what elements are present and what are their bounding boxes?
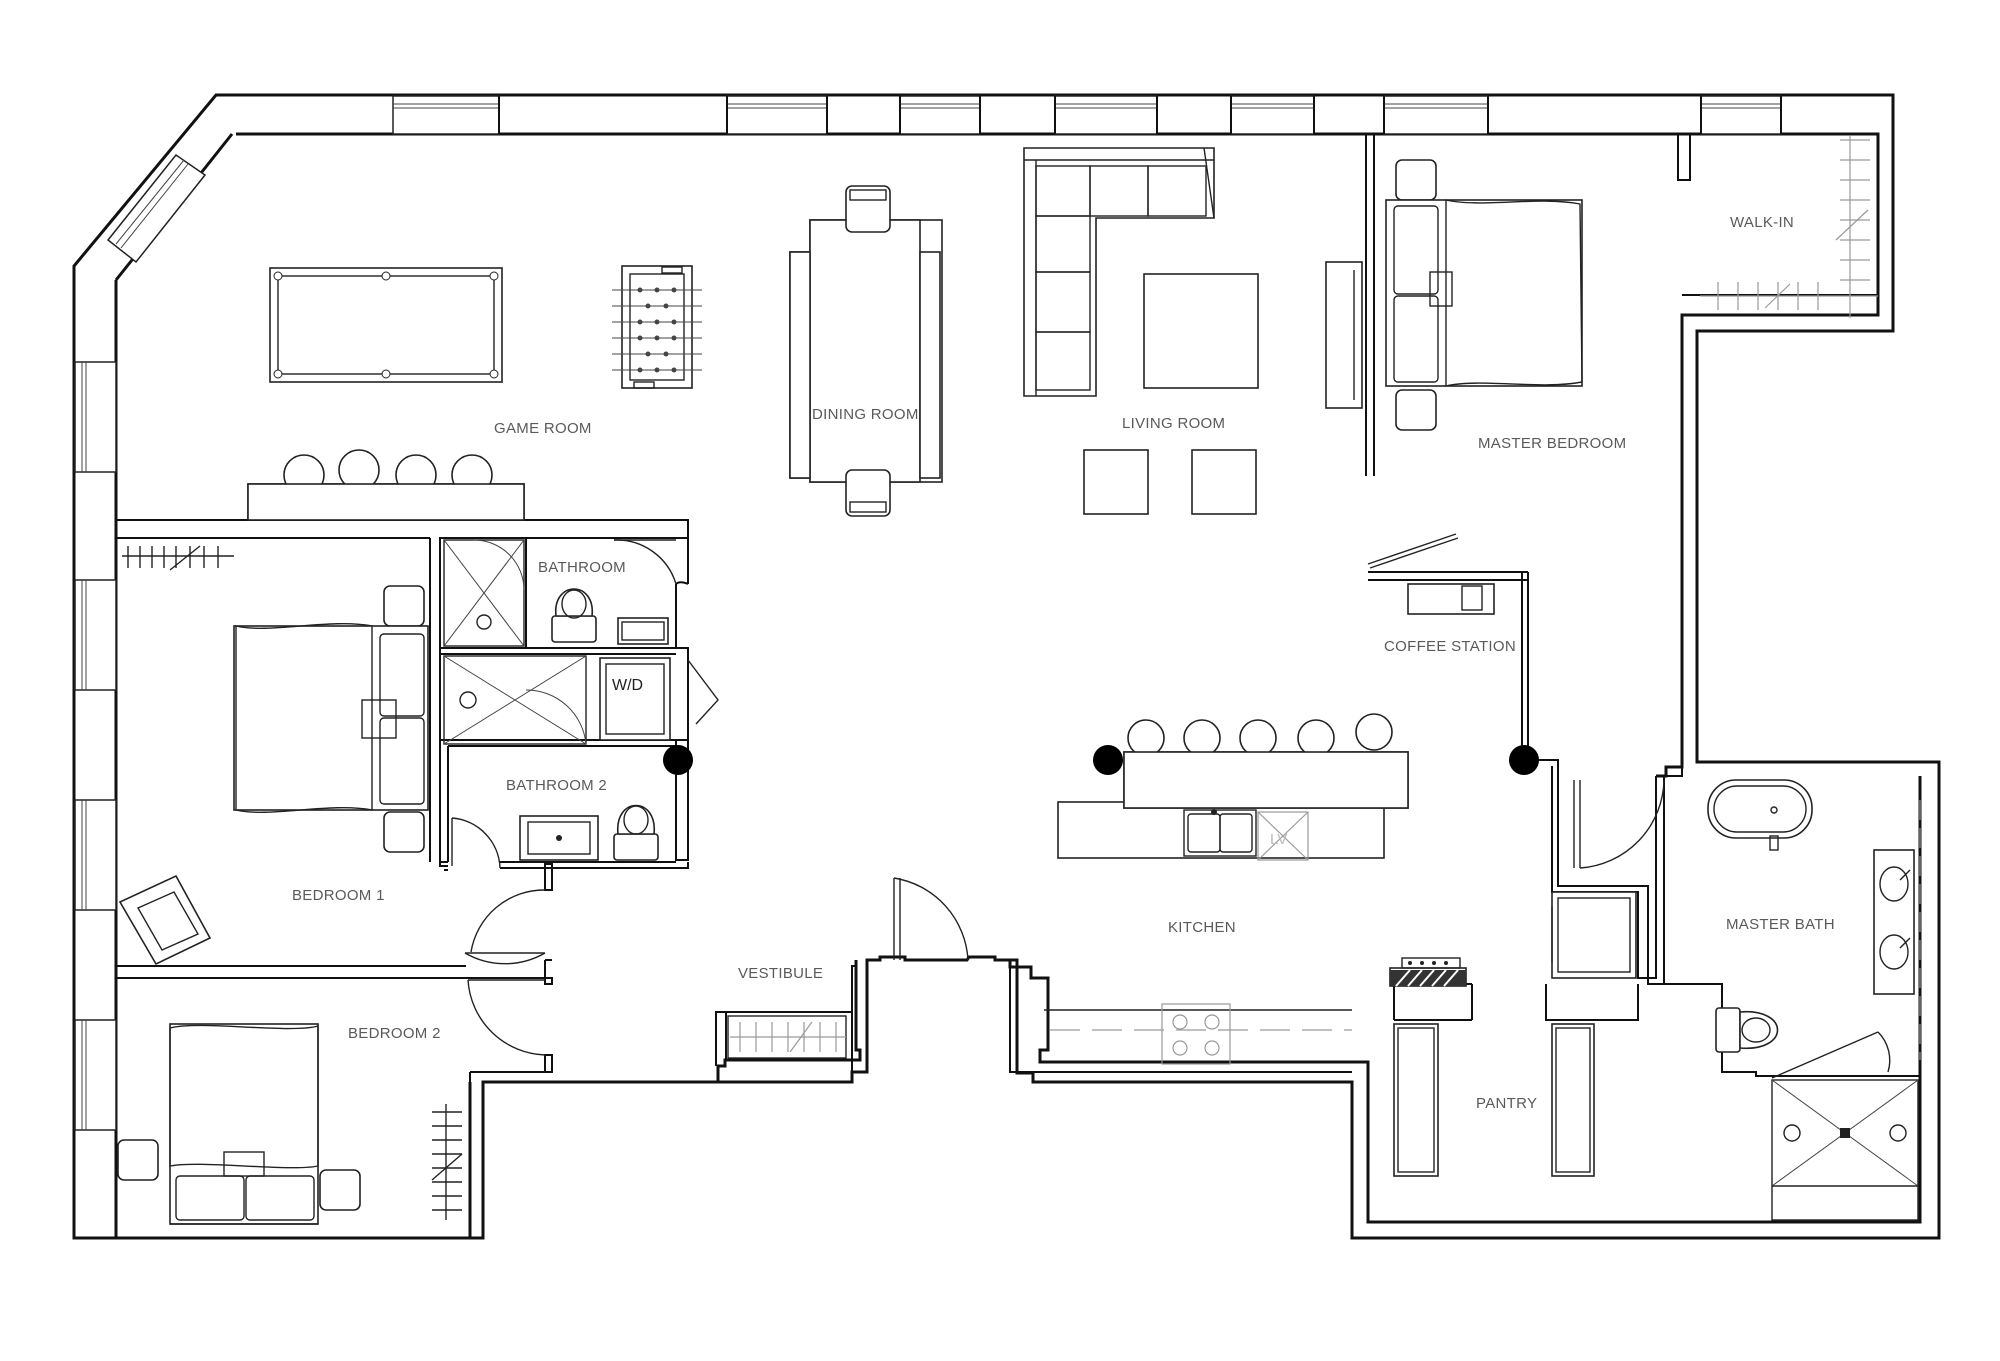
foosball-table bbox=[612, 265, 702, 389]
room-label-master-bedroom: MASTER BEDROOM bbox=[1478, 435, 1626, 452]
master-vanity bbox=[1873, 800, 1921, 1060]
master-toilet bbox=[1715, 1007, 1779, 1053]
bath2-toilet bbox=[613, 804, 659, 861]
room-label-master-bath: MASTER BATH bbox=[1726, 916, 1835, 933]
pool-table bbox=[269, 267, 503, 383]
bath1-shower bbox=[443, 539, 525, 647]
room-label-game-room: GAME ROOM bbox=[494, 420, 592, 437]
refrigerator bbox=[1551, 891, 1637, 979]
bar-counter bbox=[247, 449, 525, 521]
room-label-pantry: PANTRY bbox=[1476, 1095, 1537, 1112]
tv-console bbox=[1325, 261, 1363, 409]
bedroom1-bed bbox=[233, 585, 429, 853]
master-tub bbox=[1707, 779, 1813, 851]
pantry-shelving bbox=[1393, 1023, 1595, 1177]
bath2-door bbox=[451, 817, 501, 869]
room-label-dining-room: DINING ROOM bbox=[812, 406, 919, 423]
bath2-vanity bbox=[519, 815, 599, 861]
bath1-sink bbox=[617, 617, 669, 645]
kitchen-counter bbox=[1044, 1003, 1352, 1065]
washer-dryer bbox=[599, 657, 719, 741]
walk-in-closet bbox=[1700, 136, 1878, 318]
bedroom2-closet-rod bbox=[431, 1104, 463, 1220]
room-label-washer-dryer: W/D bbox=[612, 677, 643, 694]
room-label-bathroom-2: BATHROOM 2 bbox=[506, 777, 607, 794]
master-bed bbox=[1385, 159, 1583, 431]
dining-table bbox=[789, 185, 943, 517]
room-label-vestibule: VESTIBULE bbox=[738, 965, 823, 982]
entry-door bbox=[893, 877, 969, 961]
window-diagonal bbox=[106, 153, 207, 264]
sectional-sofa bbox=[1023, 147, 1215, 397]
column-coffee bbox=[1509, 745, 1539, 775]
room-label-bedroom-1: BEDROOM 1 bbox=[292, 887, 385, 904]
bedroom2-bed bbox=[117, 1023, 361, 1225]
coffee-table bbox=[1143, 273, 1259, 389]
master-shower bbox=[1771, 1031, 1919, 1221]
room-label-bedroom-2: BEDROOM 2 bbox=[348, 1025, 441, 1042]
room-label-kitchen: KITCHEN bbox=[1168, 919, 1236, 936]
bedroom1-armchair bbox=[118, 874, 212, 966]
bath2-shower bbox=[443, 655, 587, 745]
exterior-walls bbox=[72, 93, 1941, 1240]
windows-top bbox=[392, 95, 1782, 135]
armchair-left bbox=[1083, 449, 1149, 515]
kitchen-island bbox=[1057, 713, 1409, 861]
lv-label: LV bbox=[1270, 831, 1287, 848]
coffee-station bbox=[1407, 583, 1495, 615]
bedroom1-closet-rod bbox=[122, 545, 234, 571]
bath1-toilet bbox=[551, 588, 597, 643]
range-appliance bbox=[1389, 957, 1467, 987]
column-island bbox=[1093, 745, 1123, 775]
windows-left bbox=[74, 361, 117, 1131]
vestibule-closet bbox=[727, 1015, 847, 1059]
room-label-walk-in: WALK-IN bbox=[1730, 214, 1794, 231]
structural-columns bbox=[663, 745, 1539, 775]
room-label-coffee-station: COFFEE STATION bbox=[1384, 638, 1516, 655]
column-bath bbox=[663, 745, 693, 775]
armchair-right bbox=[1191, 449, 1257, 515]
room-label-bathroom: BATHROOM bbox=[538, 559, 626, 576]
room-label-living-room: LIVING ROOM bbox=[1122, 415, 1225, 432]
